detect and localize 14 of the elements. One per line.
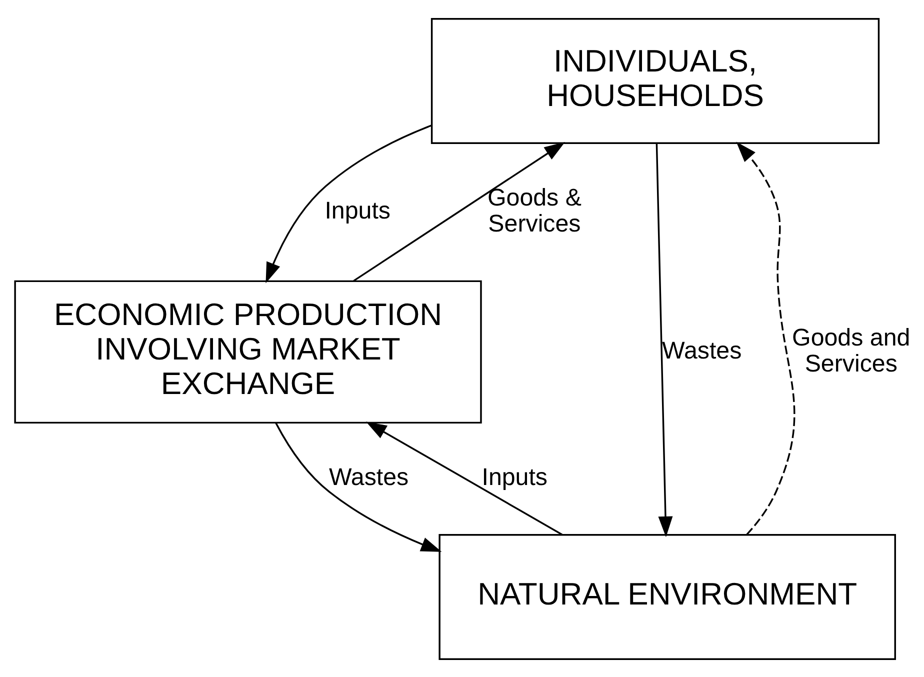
edge-label: Goods and Services <box>792 324 910 377</box>
node-box: ECONOMIC PRODUCTION INVOLVING MARKET EXCHANGE <box>14 280 482 424</box>
arrow <box>353 142 566 282</box>
arrow <box>656 143 673 537</box>
edge-label: Wastes <box>329 464 409 491</box>
arrow <box>366 421 563 535</box>
edge-label: Inputs <box>324 197 390 224</box>
node-box: NATURAL ENVIRONMENT <box>438 534 896 660</box>
arrow <box>736 141 796 535</box>
edge-label: Goods & Services <box>488 184 582 237</box>
arrow <box>275 422 442 552</box>
node-box: INDIVIDUALS, HOUSEHOLDS <box>430 18 880 144</box>
arrow <box>266 124 432 283</box>
edge-label: Inputs <box>482 464 548 491</box>
